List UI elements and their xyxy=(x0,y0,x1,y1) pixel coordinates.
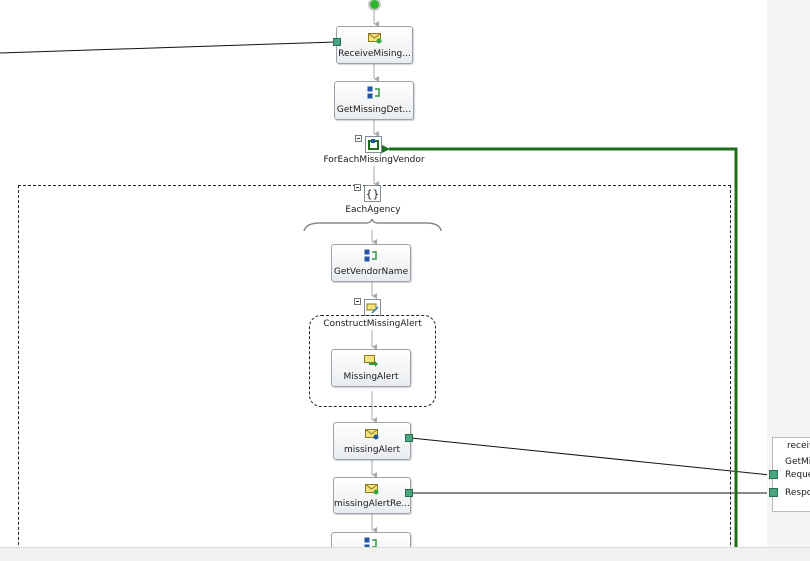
construct-message-scope[interactable] xyxy=(309,315,436,407)
shape-label: GetVendorName xyxy=(333,267,409,277)
transform-icon xyxy=(364,355,378,367)
port-operation-request[interactable]: Reques xyxy=(785,470,810,480)
shape-label: GetMissingDet... xyxy=(336,105,412,115)
get-missing-details-shape[interactable]: GetMissingDet... xyxy=(334,81,414,120)
collapse-toggle[interactable] xyxy=(354,184,361,191)
expression-icon xyxy=(364,249,377,262)
each-agency-caption: EachAgency xyxy=(345,205,401,215)
for-each-loop-shape[interactable] xyxy=(365,136,382,153)
port-title: receiv xyxy=(787,441,810,451)
horizontal-scrollbar[interactable] xyxy=(0,547,810,561)
envelope-receive-icon xyxy=(365,484,379,495)
shape-label: ReceiveMising... xyxy=(338,49,411,59)
collapse-toggle[interactable] xyxy=(355,135,362,142)
port-connector xyxy=(0,41,337,54)
receive-port-handle[interactable] xyxy=(333,38,341,46)
envelope-send-icon xyxy=(365,429,379,440)
for-each-caption: ForEachMissingVendor xyxy=(323,155,425,165)
svg-text:{}: {} xyxy=(366,188,379,201)
port-connector xyxy=(410,437,771,476)
request-port-connector[interactable] xyxy=(769,470,778,479)
loop-icon xyxy=(368,139,379,150)
shape-label: missingAlertRe... xyxy=(334,499,410,509)
start-node[interactable] xyxy=(368,0,381,11)
port-operation-response[interactable]: Respo xyxy=(785,488,810,498)
construct-caption: ConstructMissingAlert xyxy=(323,319,422,329)
each-agency-scope-shape[interactable]: {} xyxy=(364,185,381,202)
scope-braces-icon: {} xyxy=(366,188,379,201)
get-vendor-name-shape[interactable]: GetVendorName xyxy=(331,244,411,282)
response-port-connector[interactable] xyxy=(769,488,778,497)
envelope-receive-icon xyxy=(367,33,381,44)
missing-alert-send-shape[interactable]: missingAlert xyxy=(333,422,411,460)
shape-label: MissingAlert xyxy=(343,372,399,382)
shape-label: missingAlert xyxy=(344,445,400,455)
construct-message-icon xyxy=(366,303,379,314)
construct-message-shape[interactable] xyxy=(364,299,381,316)
scope-brace xyxy=(303,218,442,232)
response-port-handle[interactable] xyxy=(405,489,413,497)
port-type: GetMi xyxy=(785,457,810,467)
missing-alert-response-shape[interactable]: missingAlertRe... xyxy=(333,477,411,514)
send-port-handle[interactable] xyxy=(405,434,413,442)
expression-icon xyxy=(367,86,380,99)
port-box[interactable]: receiv GetMi Reques Respo xyxy=(772,437,810,512)
collapse-toggle[interactable] xyxy=(354,298,361,305)
missing-alert-transform-shape[interactable]: MissingAlert xyxy=(331,349,411,387)
receive-missing-shape[interactable]: ReceiveMising... xyxy=(336,26,413,64)
loop-back-arrow xyxy=(380,144,738,561)
